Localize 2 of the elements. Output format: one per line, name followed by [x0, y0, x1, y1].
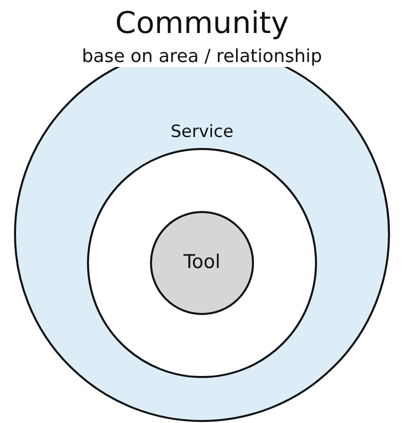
heading-text: Community [115, 6, 289, 41]
circle-label: Tool [184, 251, 220, 273]
